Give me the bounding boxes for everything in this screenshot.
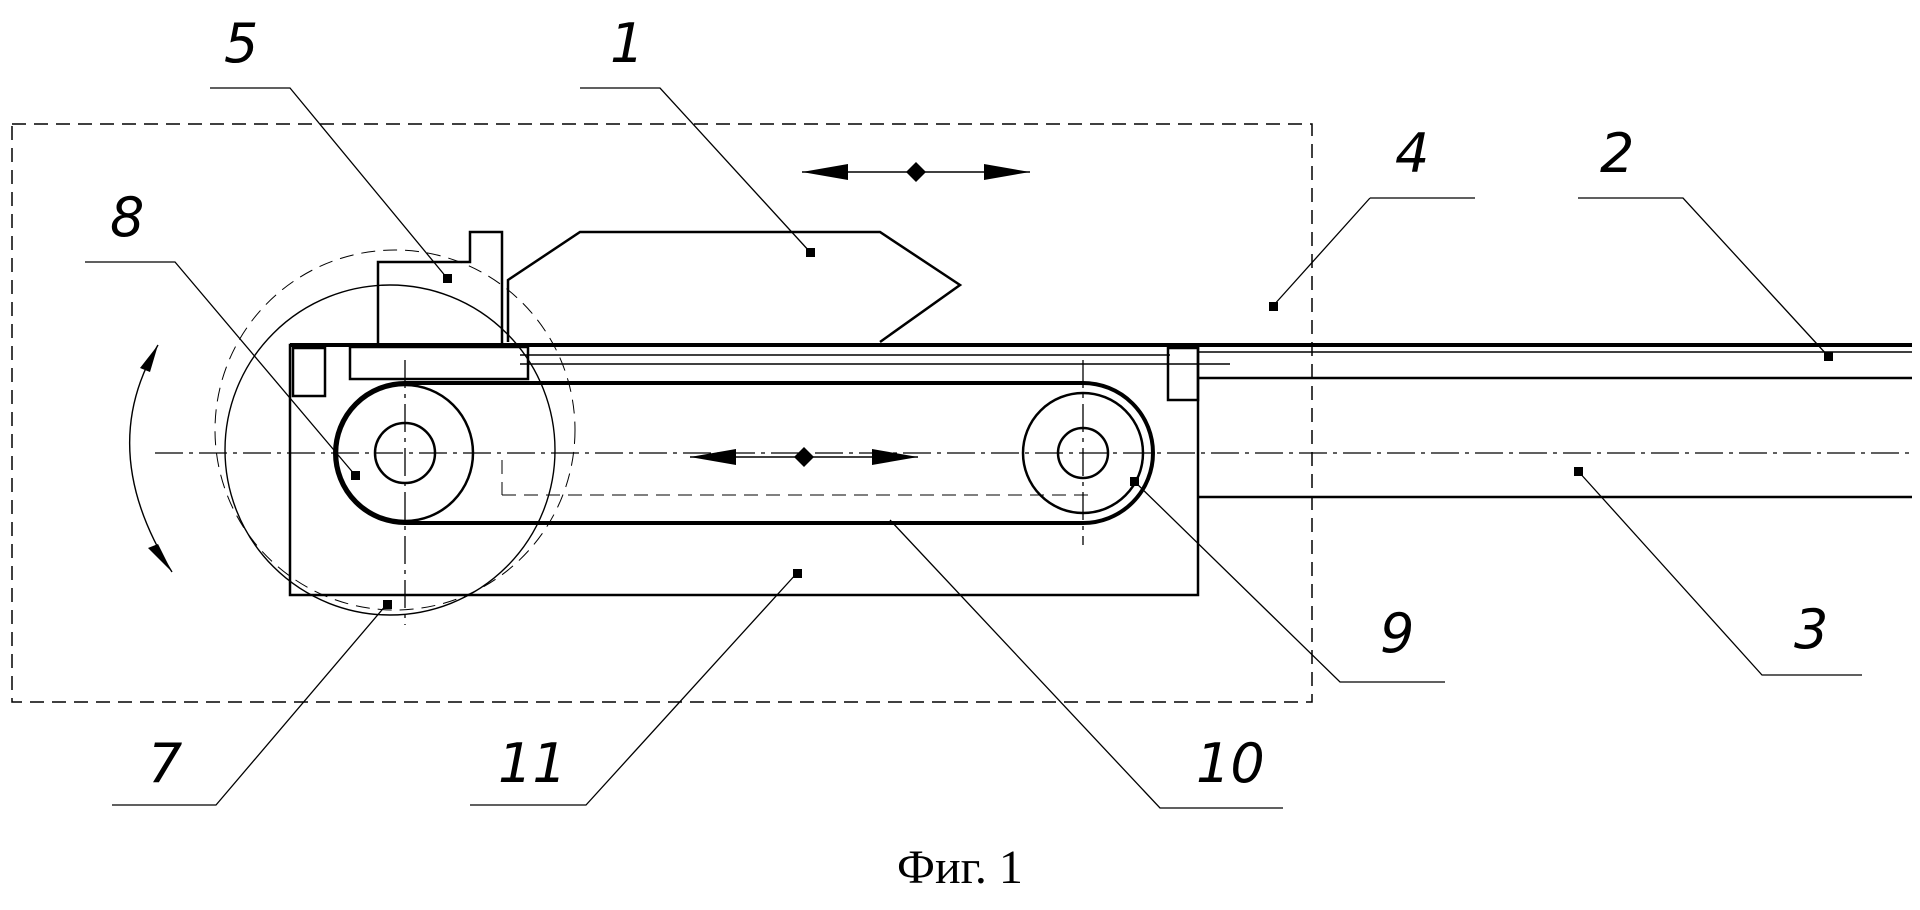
figure-caption: Фиг. 1	[897, 841, 1023, 894]
leader-5	[210, 87, 448, 279]
label-7: 7	[148, 732, 182, 795]
leader-4b	[1272, 197, 1371, 307]
marker-2	[1824, 352, 1833, 361]
label-5: 5	[224, 12, 258, 75]
label-9: 9	[1380, 602, 1414, 665]
label-11: 11	[498, 732, 567, 795]
conveyor-belt	[333, 381, 1155, 525]
block-5	[376, 230, 504, 347]
end-block-left	[291, 346, 327, 398]
slider-bar	[348, 345, 530, 381]
marker-4	[1269, 302, 1278, 311]
marker-8	[351, 471, 360, 480]
label-4: 4	[1395, 122, 1429, 185]
marker-5	[443, 274, 452, 283]
rotation-arrow	[128, 344, 173, 573]
label-8: 8	[110, 186, 144, 249]
label-10: 10	[1196, 732, 1265, 795]
boundary-dashed-frame	[11, 123, 1313, 703]
leader-9	[1133, 480, 1445, 683]
leader-3	[1577, 470, 1862, 676]
marker-1	[806, 248, 815, 257]
label-1: 1	[610, 12, 644, 75]
end-block-right	[1166, 346, 1200, 402]
leader-2	[1578, 197, 1829, 357]
marker-11	[793, 569, 802, 578]
reciprocating-arrow-belt	[690, 447, 918, 467]
leader-1	[580, 87, 811, 253]
hidden-circle	[214, 249, 576, 611]
tool-1	[506, 230, 963, 344]
rotating-disc	[224, 284, 556, 616]
leader-7	[112, 603, 388, 806]
leader-11	[470, 572, 798, 806]
label-3: 3	[1794, 598, 1828, 661]
reciprocating-arrow-top	[802, 162, 1030, 182]
label-2: 2	[1600, 122, 1634, 185]
leader-8	[85, 261, 356, 476]
marker-7	[383, 600, 392, 609]
leader-10	[889, 519, 1283, 809]
